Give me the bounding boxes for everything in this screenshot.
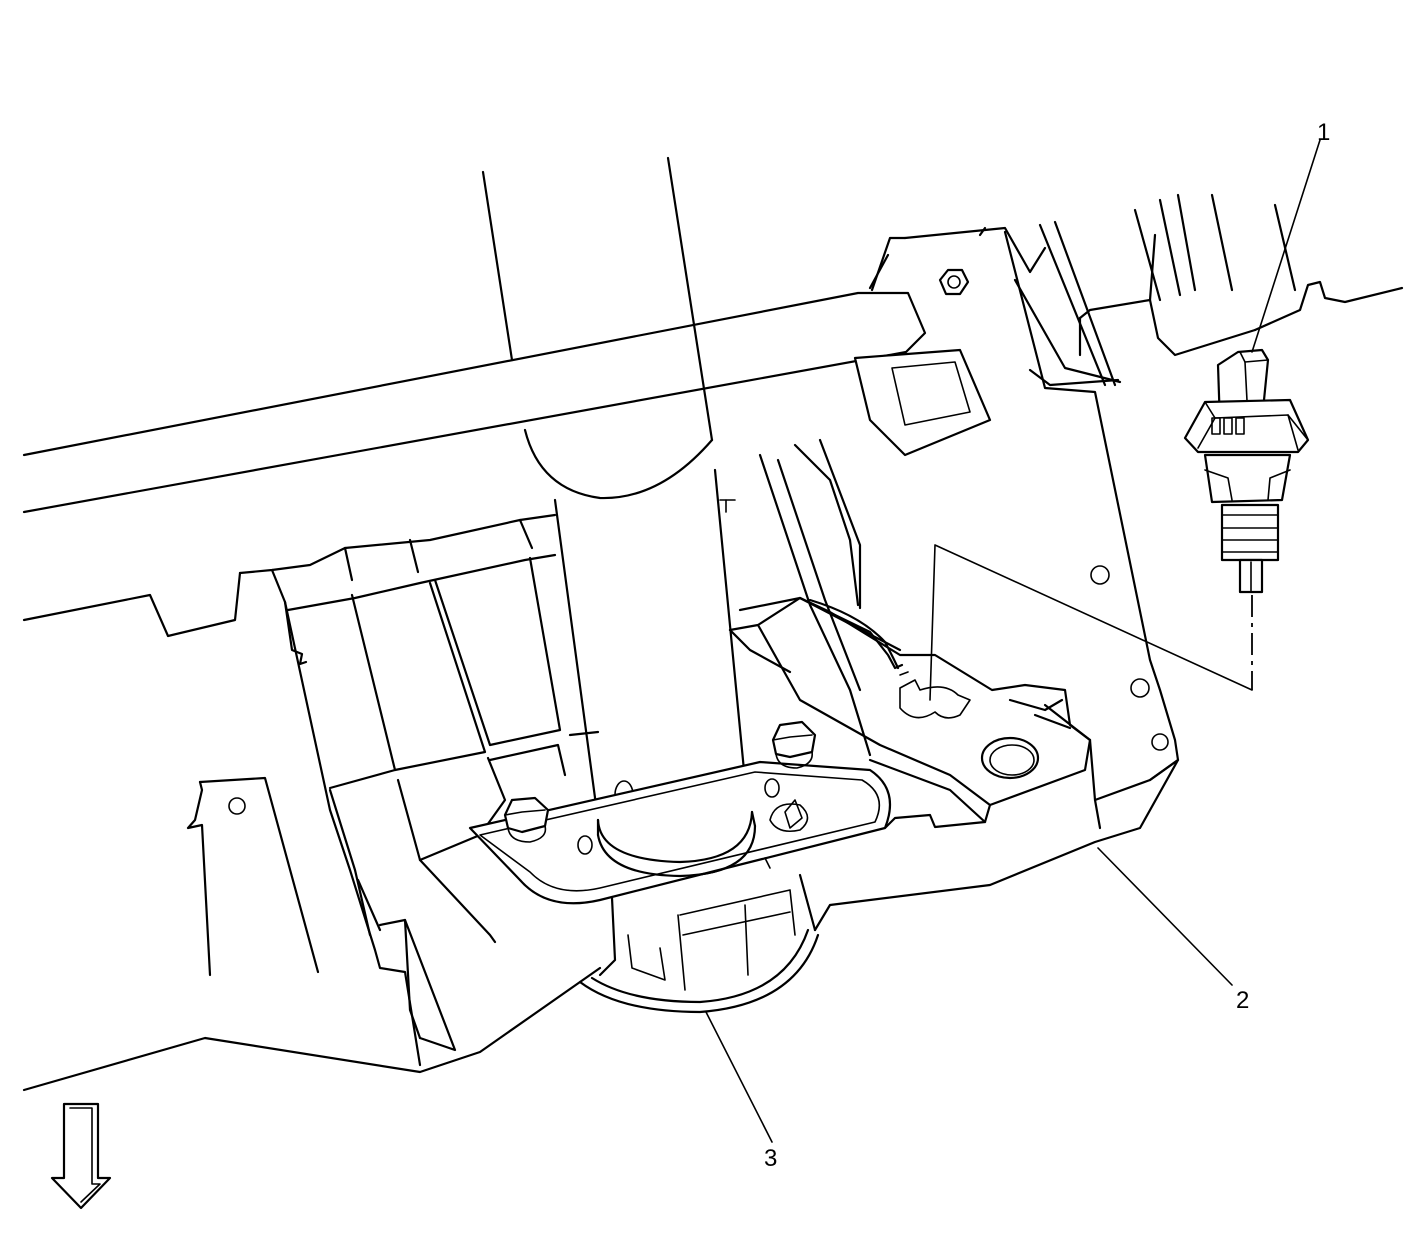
bracket-housing <box>728 438 1180 932</box>
column-bracket <box>468 760 892 905</box>
upper-nut <box>938 268 970 296</box>
down-arrow-icon <box>50 1102 112 1210</box>
leader-lines <box>705 139 1321 1143</box>
bolster-frame <box>238 513 600 1067</box>
bracket-bolt-right <box>771 720 817 769</box>
callout-3: 3 <box>764 1145 777 1172</box>
callout-2: 2 <box>1236 987 1249 1014</box>
install-alignment-line <box>929 544 1253 701</box>
lower-column-cover <box>578 873 820 1014</box>
steering-column <box>481 156 757 878</box>
lower-left-panel <box>22 776 602 1092</box>
callout-1: 1 <box>1317 119 1330 146</box>
right-brace <box>1003 193 1297 782</box>
switch-assembly <box>1183 348 1310 594</box>
bracket-bolt-left <box>503 796 550 843</box>
square-pad <box>853 348 992 457</box>
